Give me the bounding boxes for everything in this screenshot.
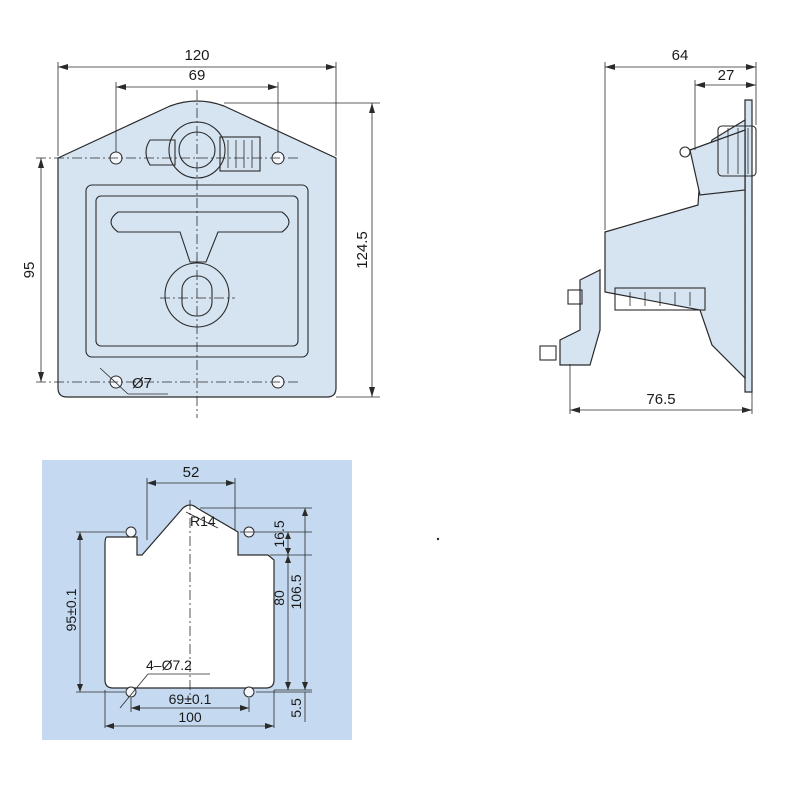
front-plate	[57, 100, 337, 398]
side-lock-pin	[679, 146, 691, 158]
cutout-hole-bottom-right	[243, 686, 255, 698]
lock-cam	[219, 136, 261, 172]
dim-front-hole-spacing: 69	[189, 67, 206, 84]
dim-cutout-hole-spacing: 69±0.1	[169, 691, 212, 707]
side-bolt	[539, 345, 557, 361]
cutout-hole-top-left	[125, 526, 137, 538]
side-latch	[559, 269, 601, 366]
dim-side-depth-total: 76.5	[646, 391, 675, 408]
dim-front-hole-dia: Ø7	[132, 375, 152, 392]
cutout-hole-bottom-left	[125, 686, 137, 698]
dim-cutout-width: 100	[178, 709, 202, 725]
dim-cutout-left-height: 95±0.1	[63, 588, 79, 631]
side-lock-cylinder	[717, 125, 757, 177]
side-shaft	[614, 287, 706, 311]
side-flange	[744, 99, 753, 393]
dim-cutout-hole-label: 4–Ø7.2	[146, 657, 192, 673]
side-nut	[567, 289, 583, 305]
cutout-view: 52 R14 16.5 80 106.5 5.5 95±0.1 4–Ø7.2	[42, 460, 352, 740]
dim-front-height: 124.5	[354, 231, 371, 269]
side-view: 64 27 76.5	[539, 47, 757, 414]
dim-cutout-inner-height: 80	[271, 590, 287, 606]
dim-side-depth-top: 64	[672, 47, 689, 64]
stray-dot	[436, 537, 440, 541]
t-handle	[110, 211, 290, 263]
dim-cutout-bottom-offset: 5.5	[288, 698, 304, 718]
dim-front-width: 120	[184, 47, 209, 64]
dim-cutout-top-offset: 16.5	[271, 520, 287, 547]
dim-front-vertical-holes: 95	[21, 262, 38, 279]
dim-cutout-top-width: 52	[183, 464, 200, 481]
cutout-outline	[104, 504, 275, 689]
front-view: 120 69 95 124.5 Ø7	[21, 47, 380, 418]
lock-bracket	[145, 139, 176, 166]
dim-cutout-radius: R14	[190, 513, 216, 529]
dim-side-depth-small: 27	[718, 67, 735, 84]
dim-cutout-total-height: 106.5	[288, 574, 304, 609]
